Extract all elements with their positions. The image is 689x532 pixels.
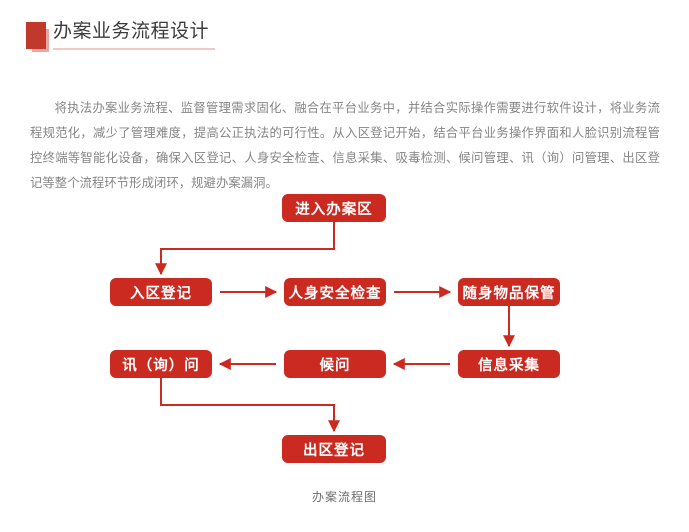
edge-enter-to-reg bbox=[155, 222, 335, 276]
flow-node-collect[interactable]: 信息采集 bbox=[458, 350, 560, 378]
flow-node-reg[interactable]: 入区登记 bbox=[110, 278, 212, 306]
title-marker-icon bbox=[26, 22, 49, 52]
title-underline bbox=[53, 48, 215, 50]
page-title: 办案业务流程设计 bbox=[53, 21, 210, 42]
flow-node-belong[interactable]: 随身物品保管 bbox=[458, 278, 560, 306]
flow-node-safety[interactable]: 人身安全检查 bbox=[284, 278, 386, 306]
flow-node-inquiry[interactable]: 讯（询）问 bbox=[110, 350, 212, 378]
flowchart-caption: 办案流程图 bbox=[311, 490, 377, 504]
flow-node-enter[interactable]: 进入办案区 bbox=[282, 194, 386, 222]
edge-inquiry-to-exit bbox=[160, 378, 340, 433]
flow-node-wait[interactable]: 候问 bbox=[284, 350, 386, 378]
flow-node-exit[interactable]: 出区登记 bbox=[282, 435, 386, 463]
flowchart: 进入办案区 入区登记 人身安全检查 随身物品保管 讯（询）问 候问 信息采集 出… bbox=[0, 180, 689, 510]
title-marker-front-square bbox=[26, 22, 46, 49]
body-paragraph: 将执法办案业务流程、监督管理需求固化、融合在平台业务中，并结合实际操作需要进行软… bbox=[30, 101, 660, 190]
